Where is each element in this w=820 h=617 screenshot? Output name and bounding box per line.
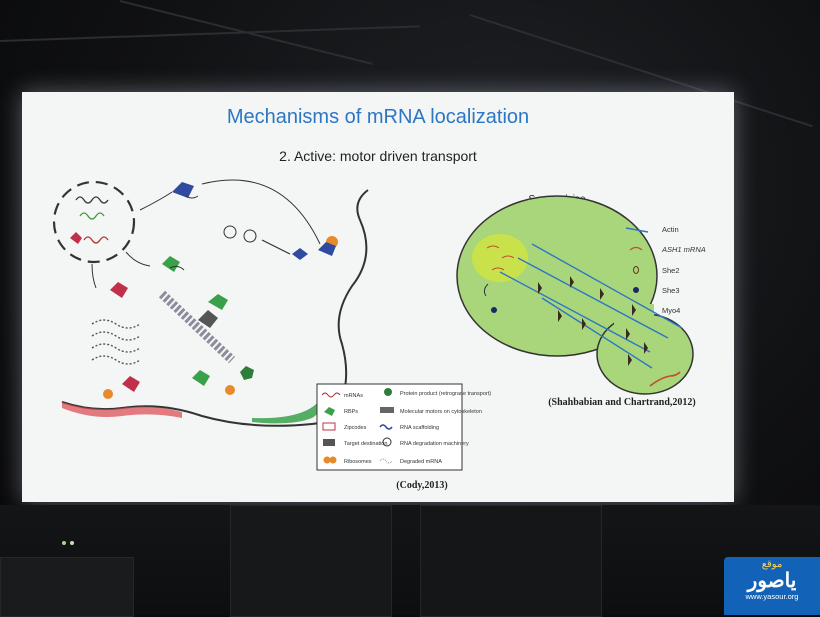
transport-arrow — [125, 251, 151, 267]
legend-swatch — [324, 407, 335, 416]
logo-top-text: موقع — [761, 559, 783, 570]
inhibition-line — [261, 239, 291, 255]
mrna-strand — [83, 236, 109, 244]
ash1-mrna — [501, 255, 515, 259]
legend-swatch-she3 — [633, 287, 639, 293]
legend-swatch-myo4 — [632, 304, 640, 316]
cody-diagram: mRNAs RBPs Zipcodes Target destination R… — [52, 179, 491, 491]
indicator-light — [62, 541, 66, 545]
mrna-strand — [169, 265, 185, 271]
export-arrow — [483, 283, 489, 297]
rbp-blue — [292, 248, 308, 260]
slide-subtitle: 2. Active: motor driven transport — [279, 148, 477, 164]
target-region-red — [62, 402, 182, 418]
actin-cable — [499, 271, 651, 353]
yasour-logo: موقع ياصور www.yasour.org — [724, 557, 820, 615]
legend-label: Target destination — [344, 441, 387, 447]
legend-label: RNA scaffolding — [400, 425, 439, 431]
legend-label: RBPs — [344, 409, 358, 415]
legend-label: Protein product (retrograde transport) — [400, 391, 491, 397]
yeast-diagram: S. cerevisiae — [456, 194, 706, 408]
legend-swatch — [322, 422, 336, 431]
legend-label: Zipcodes — [344, 425, 367, 431]
legend-label: Molecular motors on cytoskeleton — [400, 409, 482, 415]
wall-cabinet — [0, 557, 134, 617]
logo-url: www.yasour.org — [745, 592, 799, 601]
ceiling-beam — [119, 0, 373, 65]
legend-label: mRNAs — [344, 393, 363, 399]
legend-label: Ribosomes — [344, 459, 372, 465]
degradation-icon — [223, 225, 237, 239]
rbp-red — [110, 282, 128, 298]
logo-main-text: ياصور — [747, 570, 797, 592]
legend-swatch-mrna — [629, 246, 643, 251]
ash1-mrna — [486, 245, 500, 249]
rbp-red — [122, 376, 140, 392]
right-citation: (Shahbabian and Chartrand,2012) — [548, 397, 696, 408]
legend-label: She3 — [662, 286, 680, 295]
transport-arrow — [91, 263, 97, 289]
mrna-strand — [185, 195, 199, 199]
slide-figures: mRNAs RBPs Zipcodes Target destination R… — [52, 179, 706, 491]
rbp-blue — [172, 182, 194, 198]
ash1-mrna — [491, 267, 505, 271]
actin-cable — [541, 297, 653, 369]
ribosome — [103, 389, 113, 399]
legend-swatch-she2 — [633, 266, 639, 274]
wall-cabinet — [230, 505, 392, 617]
legend-swatch-actin — [625, 227, 649, 233]
legend-label: She2 — [662, 266, 680, 275]
legend-swatch — [329, 456, 337, 464]
mrna-strand — [75, 196, 109, 204]
legend-swatch — [323, 439, 335, 446]
rbp-green — [192, 370, 210, 386]
nucleus — [472, 234, 528, 282]
legend-swatch — [321, 392, 341, 398]
degradation-icon — [243, 229, 257, 243]
transport-arrow — [201, 179, 321, 245]
legend-label: Degraded mRNA — [400, 459, 442, 465]
slide-title: Mechanisms of mRNA localization — [226, 106, 530, 128]
rbp-green — [162, 256, 180, 272]
legend-label: Actin — [662, 225, 679, 234]
mrna-strand — [79, 212, 105, 220]
legend-label: RNA degradation machinery — [400, 441, 469, 447]
legend-label: Myo4 — [662, 306, 680, 315]
legend-swatch — [380, 407, 394, 413]
she3-dot — [491, 307, 497, 313]
myo4-complexes — [538, 276, 652, 366]
transport-arrow — [139, 191, 173, 211]
legend-swatch — [379, 458, 393, 464]
indicator-light — [70, 541, 74, 545]
target-region-green — [252, 400, 324, 424]
projection-slide: Mechanisms of mRNA localization 2. Activ… — [22, 92, 734, 502]
legend-swatch — [323, 456, 331, 464]
ceiling-beam — [0, 25, 420, 42]
nucleus-outline — [52, 180, 136, 264]
actin-cable — [531, 243, 683, 329]
wall-cabinet — [420, 505, 602, 617]
legend-swatch — [382, 437, 392, 447]
left-citation: (Cody,2013) — [396, 480, 447, 491]
protein-product — [240, 366, 254, 380]
microtubule-coil — [91, 319, 141, 365]
ribosome — [225, 385, 235, 395]
rbp-red — [70, 232, 82, 244]
ash1-mrna-bud-tip — [649, 371, 681, 387]
actin-cable — [517, 257, 669, 339]
legend-label: ASH1 mRNA — [661, 245, 706, 254]
lower-room — [0, 505, 820, 617]
microtubule — [158, 290, 236, 364]
molecular-motor — [198, 310, 218, 328]
cody-legend-box — [316, 383, 463, 471]
legend-swatch — [384, 388, 392, 396]
legend-swatch — [379, 424, 393, 430]
rbp-green — [208, 294, 228, 310]
rbp-blue — [318, 242, 336, 256]
